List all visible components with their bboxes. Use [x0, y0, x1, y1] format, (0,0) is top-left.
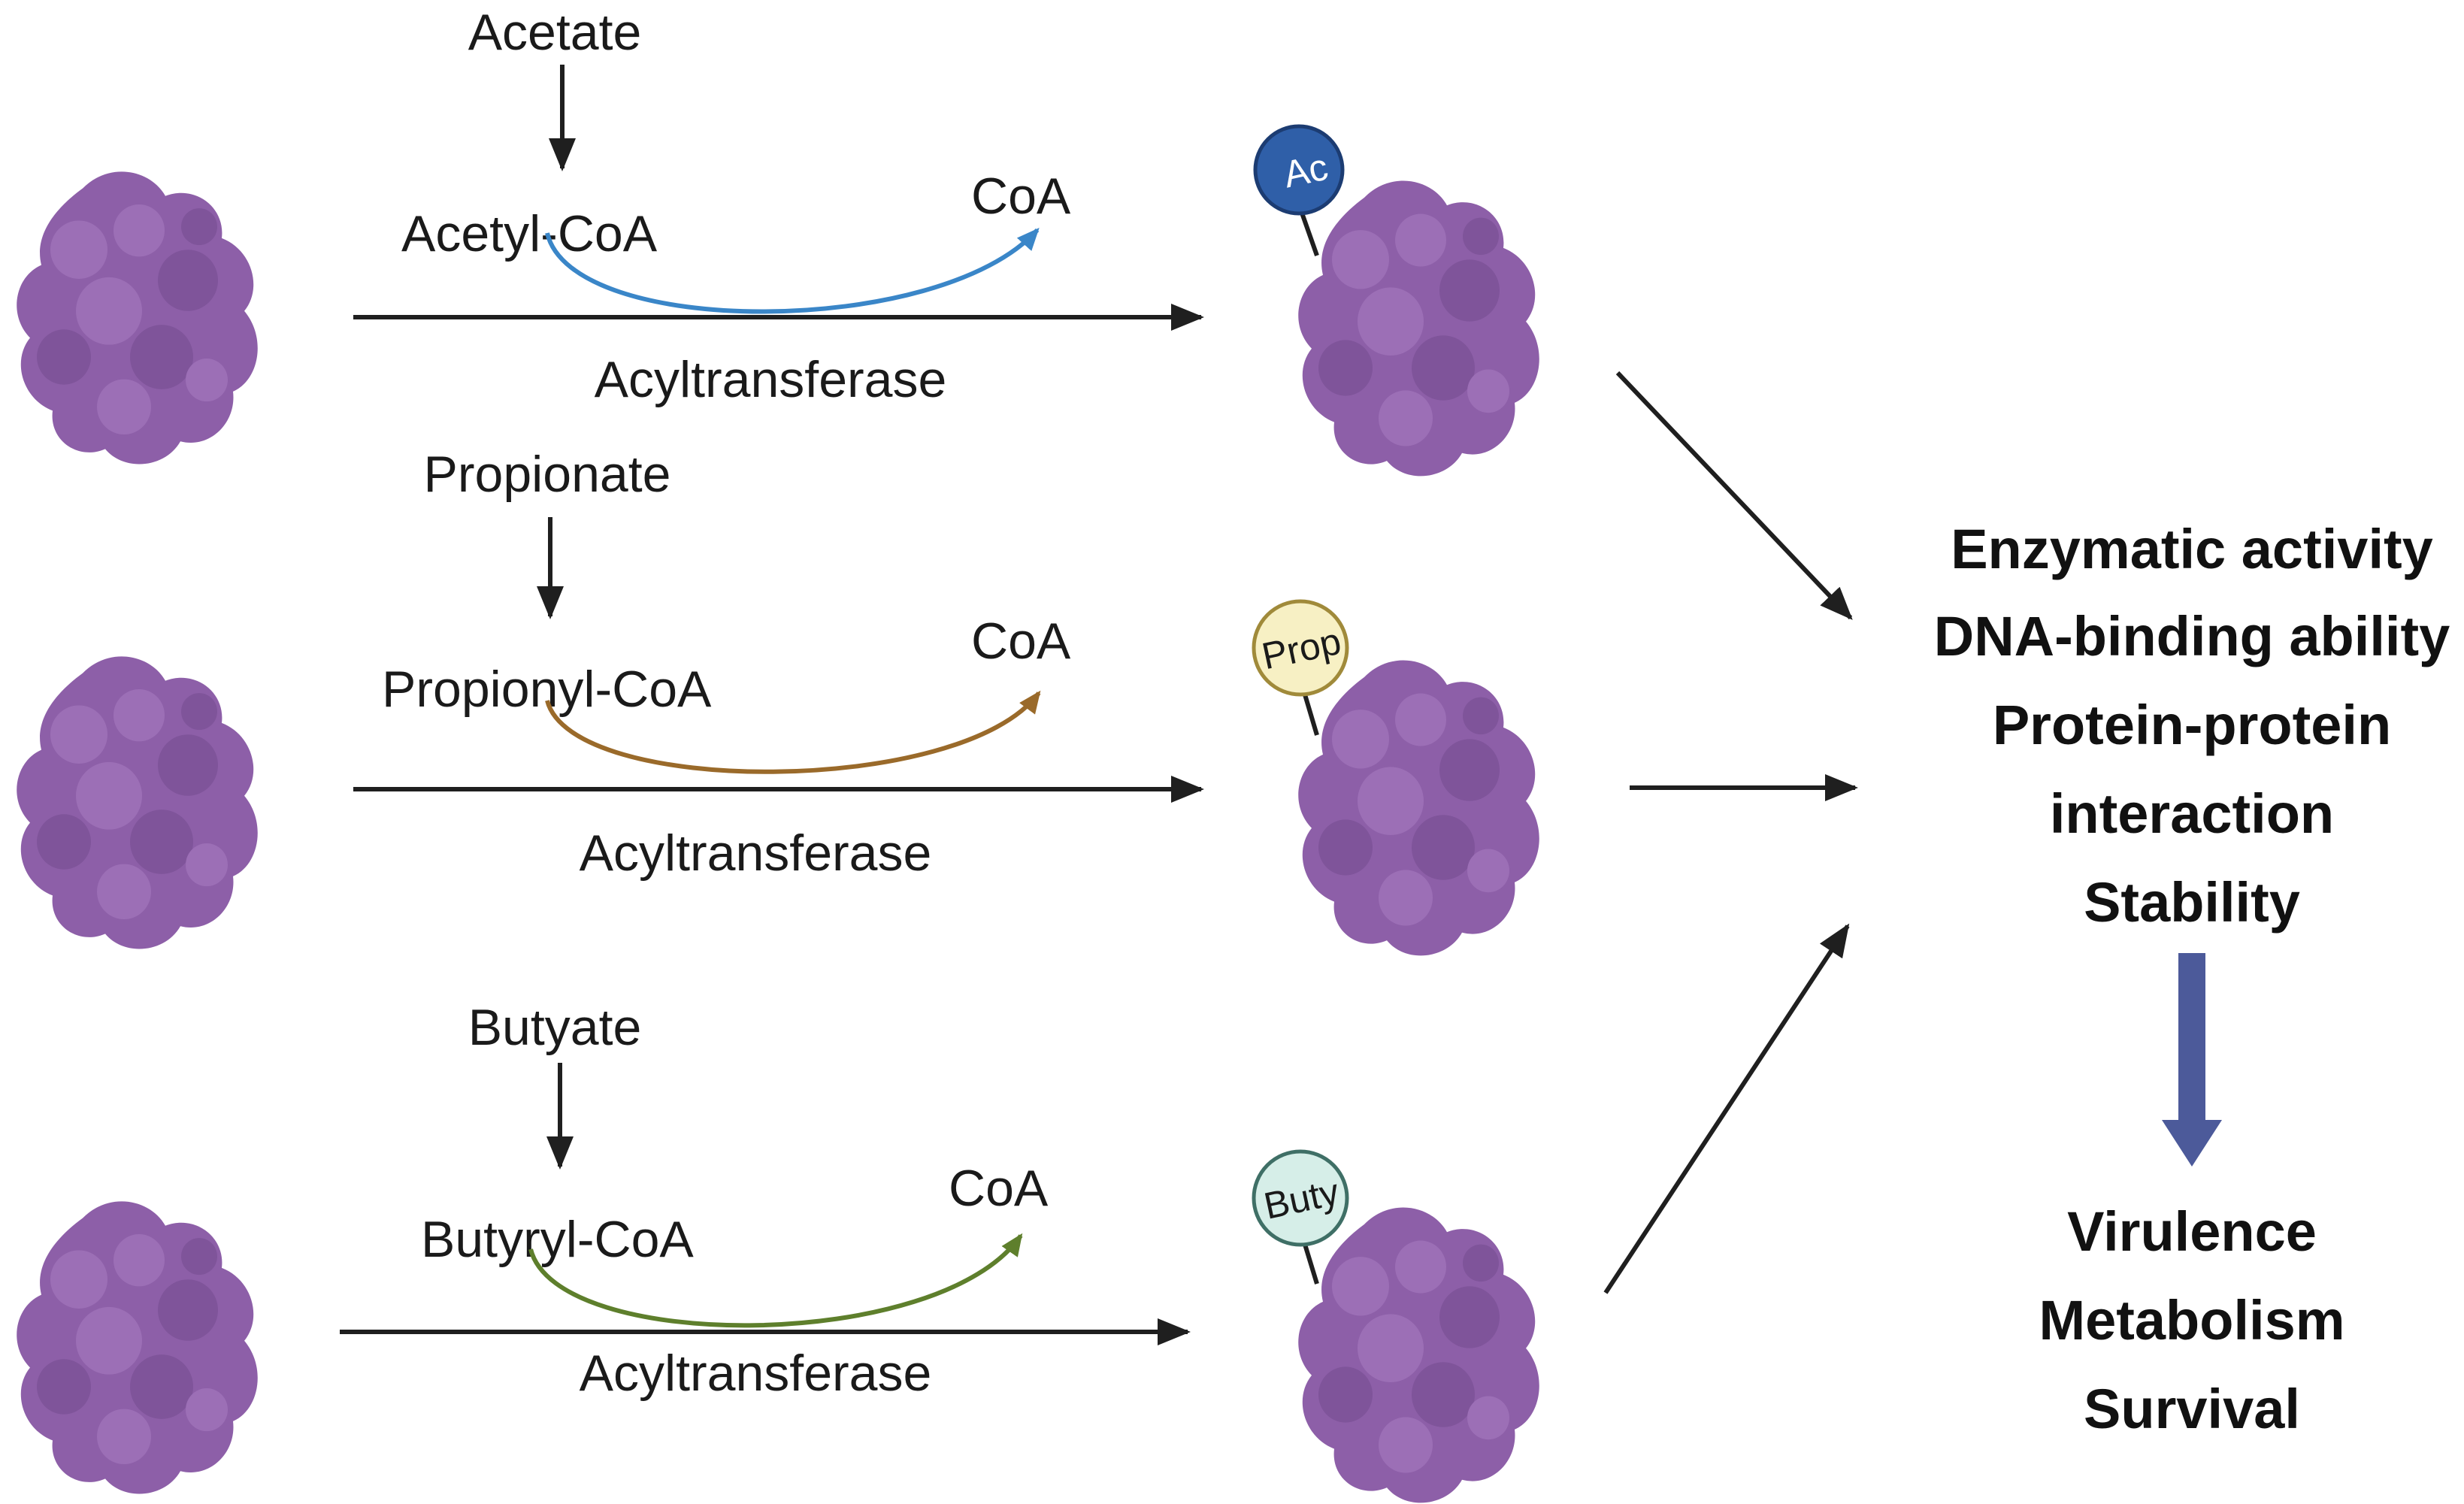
coa-release-curve — [528, 1233, 1023, 1328]
outcomes-list: Virulence Metabolism Survival — [2039, 1200, 2344, 1440]
acetyl-badge — [1253, 124, 1345, 216]
substrate-label: Acetate — [468, 4, 642, 61]
convergence-arrow-top — [1615, 371, 1853, 620]
coa-label: CoA — [949, 1160, 1049, 1217]
convergence-arrow-bottom — [1603, 923, 1850, 1294]
outcome-metabolism: Metabolism — [2039, 1289, 2344, 1351]
propionylated-protein-icon — [1298, 660, 1539, 956]
pathway-propionyl: Propionate Propionyl-CoA CoA Acyltransfe… — [17, 446, 1539, 956]
coa-label: CoA — [971, 613, 1071, 670]
coa-label: CoA — [971, 168, 1071, 225]
enzyme-label: Acyltransferase — [595, 351, 947, 408]
effect-enzymatic-activity: Enzymatic activity — [1951, 518, 2433, 580]
effect-stability: Stability — [2084, 871, 2300, 934]
coa-release-curve — [545, 690, 1041, 774]
pathway-acetyl: Acetate Acetyl-CoA CoA Acyltransferase A… — [17, 4, 1539, 477]
acetyl-badge-label: Ac — [1280, 146, 1332, 196]
down-arrow — [2162, 953, 2222, 1167]
butyryl-badge — [1252, 1149, 1349, 1247]
acyl-coa-label: Propionyl-CoA — [382, 661, 712, 718]
propionyl-badge — [1252, 599, 1349, 697]
acetylated-protein-icon — [1298, 180, 1539, 477]
pathway-butyryl: Butyate Butyryl-CoA CoA Acyltransferase … — [17, 999, 1539, 1503]
acyl-coa-label: Butyryl-CoA — [421, 1211, 694, 1268]
outcome-virulence: Virulence — [2067, 1200, 2317, 1263]
unmodified-protein-icon — [17, 1201, 258, 1494]
effect-interaction: interaction — [2050, 782, 2334, 845]
enzyme-label: Acyltransferase — [580, 825, 932, 882]
outcome-survival: Survival — [2084, 1378, 2300, 1440]
unmodified-protein-icon — [17, 171, 258, 465]
coa-release-curve — [545, 228, 1040, 314]
butyrylated-protein-icon — [1298, 1207, 1539, 1503]
enzyme-label: Acyltransferase — [580, 1345, 932, 1402]
substrate-label: Butyate — [468, 999, 642, 1056]
substrate-label: Propionate — [424, 446, 671, 503]
unmodified-protein-icon — [17, 656, 258, 949]
effect-dna-binding: DNA-binding ability — [1934, 605, 2450, 667]
acyl-coa-label: Acetyl-CoA — [401, 205, 658, 262]
effects-list: Enzymatic activity DNA-binding ability P… — [1934, 518, 2450, 934]
effect-protein-protein: Protein-protein — [1993, 694, 2391, 756]
